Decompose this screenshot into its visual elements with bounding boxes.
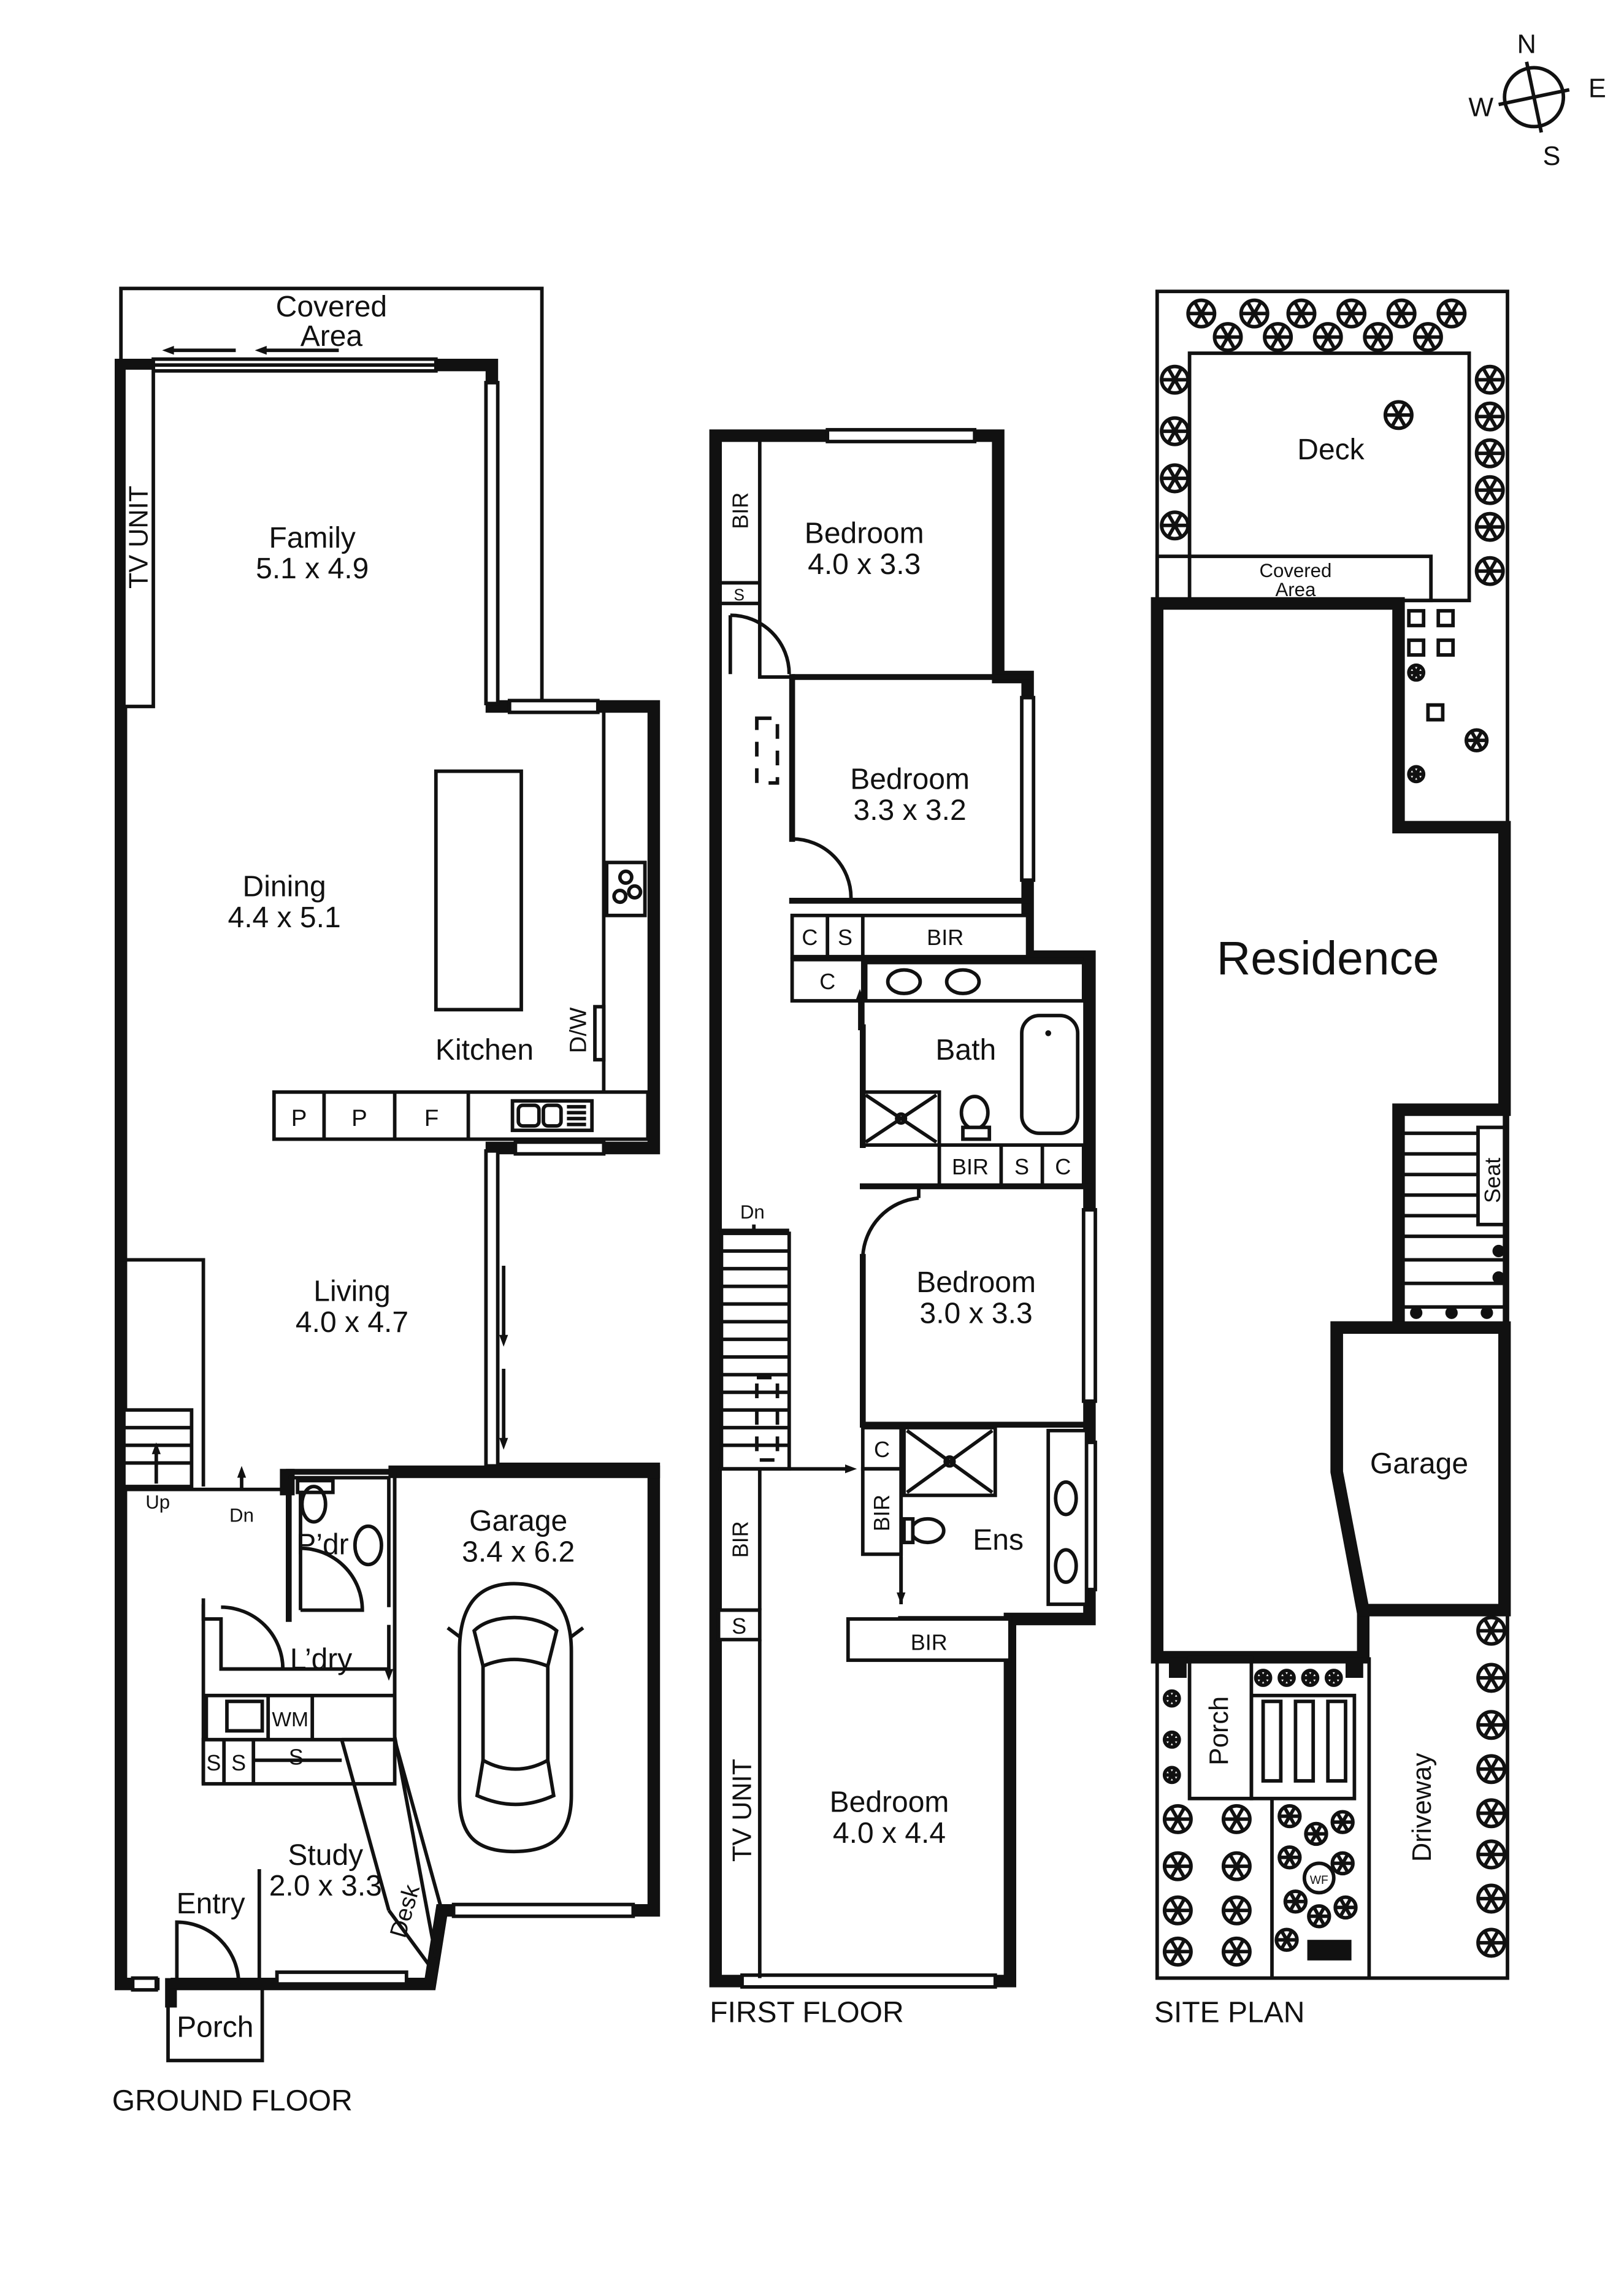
letterbox: [1307, 1940, 1352, 1961]
compass-west: W: [1468, 93, 1493, 123]
kitchen-island: [434, 769, 523, 1012]
ff-s-top-label: S: [733, 586, 745, 604]
planter-box: [1426, 703, 1445, 722]
ff-bir-left-label: BIR: [728, 1521, 753, 1558]
bedroom-4-size: 4.0 x 4.4: [833, 1817, 946, 1850]
powder-room-label: P’dr: [296, 1528, 348, 1561]
gf-porch: [166, 1985, 264, 2062]
ff-s3-label: S: [1014, 1154, 1029, 1179]
ff-s-left-label: S: [732, 1613, 746, 1639]
car-icon: [446, 1582, 584, 1854]
ff-c1-label: C: [802, 925, 818, 950]
gf-covered-area-label-2: Area: [301, 320, 363, 353]
bedroom-2-size: 3.3 x 3.2: [854, 794, 967, 827]
dishwasher-label: D/W: [565, 1007, 592, 1053]
seat-label: Seat: [1480, 1158, 1505, 1203]
water-feature-label: WF: [1310, 1874, 1328, 1887]
basin-icon: [886, 968, 922, 995]
vanity: [864, 960, 1086, 1003]
fridge-label: F: [424, 1105, 439, 1131]
ff-bir3-label: BIR: [952, 1154, 989, 1179]
first-floor-plan: BIR S Bedroom 4.0 x 3.3 Bedroom 3.3 x 3.…: [709, 427, 1097, 2029]
basin-icon: [353, 1524, 383, 1567]
planter-box: [1436, 638, 1455, 657]
ff-s1-label: S: [838, 925, 852, 950]
ff-c4-label: C: [874, 1437, 890, 1462]
garage-label: Garage: [469, 1505, 567, 1537]
basin-icon: [944, 968, 981, 995]
compass-south: S: [1543, 142, 1561, 171]
ensuite-vanity: [1046, 1428, 1089, 1606]
site-garage-label: Garage: [1370, 1447, 1468, 1480]
bedroom-1-label: Bedroom: [805, 518, 924, 550]
deck-label: Deck: [1297, 434, 1365, 466]
gf-stairs-up-label: Up: [145, 1491, 170, 1513]
planter-box: [1407, 638, 1426, 657]
ff-stairs-down-label: Dn: [740, 1201, 765, 1223]
kitchen-label: Kitchen: [435, 1034, 534, 1066]
entry-label: Entry: [177, 1888, 245, 1920]
gf-covered-area-label-1: Covered: [276, 291, 387, 323]
bedroom-2-label: Bedroom: [850, 763, 970, 795]
living-room-label: Living: [313, 1276, 390, 1308]
garage-size: 3.4 x 6.2: [462, 1536, 575, 1568]
compass-north: N: [1517, 29, 1536, 59]
family-room-size: 5.1 x 4.9: [256, 553, 369, 585]
ff-stairs: [719, 1231, 791, 1471]
gf-stairs-down-label: Dn: [229, 1505, 254, 1526]
living-room-size: 4.0 x 4.7: [296, 1306, 408, 1339]
dining-room-label: Dining: [243, 871, 326, 903]
gf-tv-unit-label: TV UNIT: [124, 486, 153, 589]
ff-c3-label: C: [1055, 1154, 1071, 1179]
water-feature-icon: [1302, 1861, 1336, 1895]
ff-tv-unit-label: TV UNIT: [727, 1759, 757, 1862]
dining-room-size: 4.4 x 5.1: [228, 901, 341, 934]
storage-label-1: S: [206, 1750, 221, 1775]
bedroom-3-size: 3.0 x 3.3: [920, 1298, 1033, 1330]
bath-label: Bath: [935, 1034, 996, 1066]
study-size: 2.0 x 3.3: [269, 1870, 382, 1902]
bedroom-4-label: Bedroom: [830, 1786, 949, 1818]
site-plan: Deck Covered Area Residence Seat Garage …: [1151, 289, 1511, 2029]
site-covered-area-label-2: Area: [1275, 579, 1316, 600]
ff-bir2-label: BIR: [927, 925, 963, 950]
planter-box: [1407, 609, 1426, 627]
site-garage-outline: [1330, 1321, 1511, 1617]
site-covered-area-label-1: Covered: [1259, 560, 1331, 581]
toilet-icon: [300, 1485, 327, 1524]
entry-door[interactable]: [175, 1920, 241, 1984]
vegetation: [1160, 298, 1507, 1967]
site-porch-label: Porch: [1205, 1696, 1234, 1766]
study-label: Study: [288, 1839, 363, 1872]
ff-bir5-label: BIR: [911, 1629, 948, 1655]
bedroom-1-size: 4.0 x 3.3: [808, 548, 921, 581]
ground-floor-title: GROUND FLOOR: [112, 2085, 353, 2118]
tv-unit: [122, 366, 155, 708]
laundry-trough: [225, 1699, 264, 1733]
ff-c2-label: C: [819, 969, 835, 994]
ff-bir-top-label: BIR: [728, 492, 753, 529]
laundry-label: L’dry: [290, 1644, 352, 1676]
planter-box: [1436, 609, 1455, 627]
pantry-label-1: P: [291, 1105, 307, 1131]
bathtub-icon: [1020, 1014, 1080, 1135]
compass-icon: N E S W: [1468, 29, 1606, 170]
driveway-label: Driveway: [1408, 1753, 1437, 1862]
gf-porch-label: Porch: [177, 2011, 253, 2044]
bedroom-3-label: Bedroom: [916, 1266, 1036, 1299]
pantry-label-2: P: [351, 1105, 367, 1131]
covered-area-outline: [119, 286, 544, 704]
ff-bir4-label: BIR: [869, 1494, 894, 1531]
site-plan-title: SITE PLAN: [1154, 1997, 1304, 2029]
first-floor-title: FIRST FLOOR: [710, 1997, 903, 2029]
storage-label-2: S: [231, 1750, 246, 1775]
storage-label-3: S: [289, 1745, 304, 1770]
residence-label: Residence: [1217, 932, 1439, 985]
family-room-label: Family: [269, 522, 356, 554]
washing-machine-label: WM: [272, 1709, 308, 1731]
compass-east: E: [1588, 74, 1606, 103]
ground-floor-plan: TV UNIT Covered Area Family 5.1 x 4.9 D/…: [112, 286, 661, 2118]
ensuite-label: Ens: [973, 1524, 1024, 1556]
